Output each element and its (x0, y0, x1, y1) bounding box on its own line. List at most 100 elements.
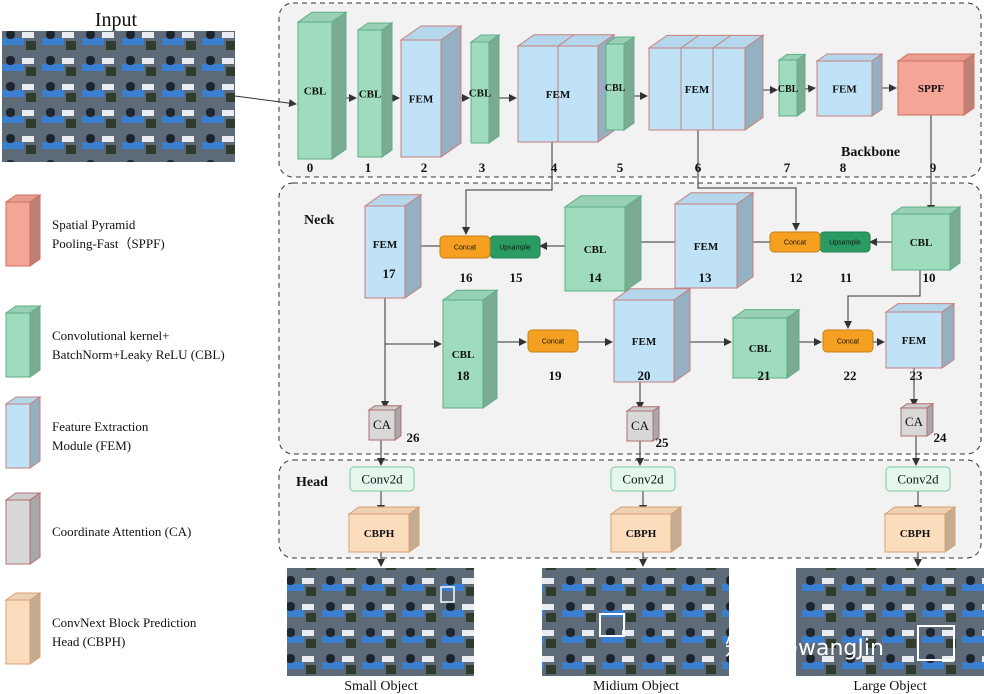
fem-label: FEM (409, 94, 434, 106)
node-number: 20 (638, 368, 651, 383)
input-label: Input (95, 9, 138, 31)
edge-arrow (462, 142, 553, 235)
cbph-label: CBPH (900, 528, 931, 540)
node-ca-24: CA 24 (899, 402, 948, 445)
output-caption-small: Small Object (344, 679, 418, 694)
fem-label: FEM (832, 84, 857, 96)
node-cbl-0: CBL 0 (296, 11, 348, 175)
fem-label: FEM (902, 335, 927, 347)
legend-text: ConvNext Block Prediction (52, 615, 197, 630)
head-label: Head (296, 475, 328, 490)
node-concat-16: Concat 16 (439, 235, 491, 285)
node-number: 8 (840, 160, 847, 175)
legend-text: Coordinate Attention (CA) (52, 524, 191, 539)
node-conv2d-h2: Conv2d (610, 466, 676, 492)
node-number: 6 (695, 160, 702, 175)
fem-label: FEM (546, 89, 571, 101)
input-image (2, 31, 235, 162)
fem-label: FEM (373, 239, 398, 251)
concat-label: Concat (837, 339, 859, 346)
node-number: 23 (910, 368, 924, 383)
edge-arrow (697, 130, 800, 231)
node-number: 19 (549, 368, 563, 383)
node-number: 5 (617, 160, 624, 175)
node-sppf-9: SPPF 9 (896, 53, 976, 175)
node-number: 25 (656, 435, 670, 450)
node-conv2d-h3: Conv2d (885, 466, 951, 492)
node-number: 10 (923, 270, 936, 285)
concat-label: Concat (542, 339, 564, 346)
cbph-label: CBPH (364, 528, 395, 540)
node-number: 1 (365, 160, 372, 175)
node-fem-23: FEM 23 (884, 302, 956, 383)
ca-label: CA (373, 417, 392, 432)
node-cbl-5: CBL 5 (604, 36, 636, 175)
node-number: 3 (479, 160, 486, 175)
node-fem-8: FEM 8 (815, 53, 884, 175)
output-caption-medium: Midium Object (593, 679, 679, 694)
nodes: CBL0CBL1FEM2CBL3FEM4CBL5FEM6CBL7FEM8SPPF… (296, 11, 976, 553)
legend-text: Spatial Pyramid (52, 217, 136, 232)
fem-label: FEM (694, 241, 719, 253)
ca-label: CA (905, 414, 924, 429)
node-number: 11 (840, 270, 852, 285)
node-number: 16 (460, 270, 474, 285)
legend-text: Convolutional kernel+ (52, 328, 169, 343)
conv2d-label: Conv2d (622, 472, 664, 487)
cbl-label: CBL (452, 349, 475, 361)
node-ca-25: CA 25 (625, 405, 670, 450)
output-image-large (796, 568, 984, 676)
node-number: 15 (510, 270, 524, 285)
node-number: 12 (790, 270, 803, 285)
node-concat-19: Concat 19 (527, 329, 579, 383)
node-fem-13: FEM 13 (673, 191, 755, 289)
node-fem-20: FEM 20 (612, 287, 692, 383)
node-cbl-18: CBL 18 (441, 289, 499, 409)
ca-label: CA (631, 418, 650, 433)
upsample-label: Upsample (499, 245, 531, 252)
cbl-label: CBL (749, 343, 772, 355)
legend-text: BatchNorm+Leaky ReLU (CBL) (52, 347, 225, 362)
fem-label: FEM (632, 336, 657, 348)
node-number: 0 (307, 160, 314, 175)
cbl-label: CBL (304, 86, 327, 98)
backbone-label: Backbone (841, 145, 900, 160)
node-number: 18 (457, 368, 471, 383)
node-upsample-15: Upsample 15 (489, 235, 541, 285)
legend-text: Head (CBPH) (52, 634, 125, 649)
legend-text: Feature Extraction (52, 419, 149, 434)
node-number: 7 (784, 160, 791, 175)
sppf-label: SPPF (918, 83, 945, 95)
node-upsample-11: Upsample 11 (819, 231, 871, 285)
small-detection-box (440, 586, 455, 603)
node-number: 13 (699, 270, 713, 285)
legend-text: Pooling-Fast（SPPF) (52, 236, 165, 251)
node-number: 9 (930, 160, 937, 175)
cbl-label: CBL (605, 83, 626, 94)
legend-item-ca: Coordinate Attention (CA) (4, 492, 191, 565)
neck-label: Neck (304, 213, 335, 228)
upsample-label: Upsample (829, 240, 861, 247)
node-cbph-p2: CBPH (609, 506, 683, 553)
node-cbph-p1: CBPH (347, 506, 421, 553)
legend-item-cbl: Convolutional kernel+ BatchNorm+Leaky ReL… (4, 305, 225, 378)
node-number: 24 (934, 430, 948, 445)
edge-arrow (844, 270, 921, 329)
concat-label: Concat (454, 245, 476, 252)
large-detection-box (917, 625, 955, 661)
conv2d-label: Conv2d (361, 472, 403, 487)
node-conv2d-h1: Conv2d (349, 466, 415, 492)
conv2d-label: Conv2d (897, 472, 939, 487)
